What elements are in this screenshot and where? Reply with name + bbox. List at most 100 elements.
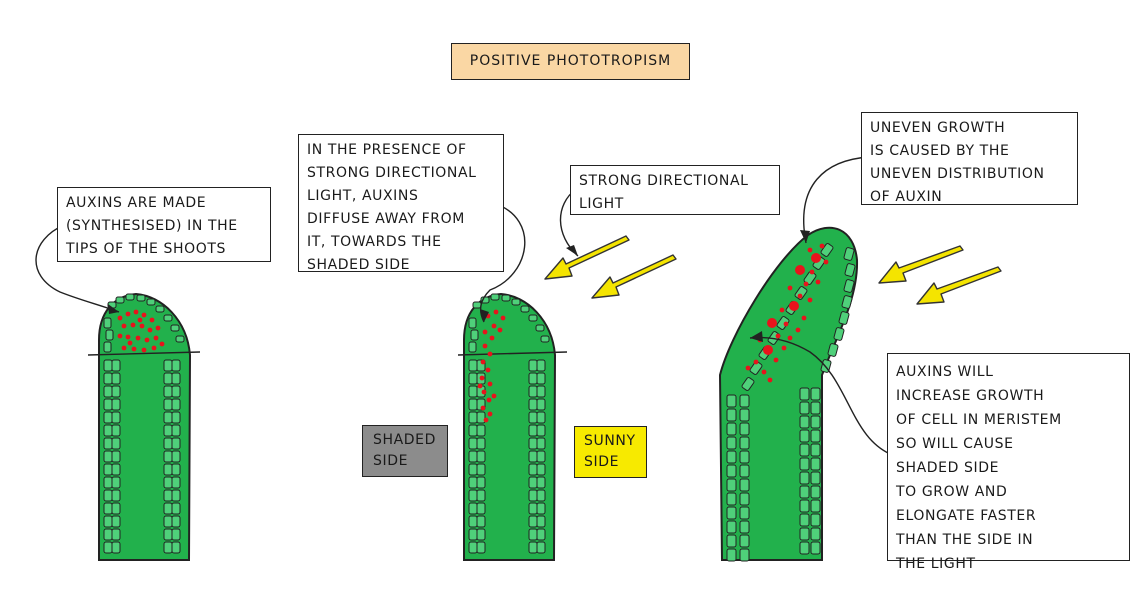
auxin-dot	[479, 375, 485, 381]
callout-line: TO GROW AND	[896, 484, 1008, 500]
cell	[799, 499, 810, 513]
cell	[468, 317, 477, 329]
cell	[739, 464, 750, 478]
auxin-dot	[500, 315, 506, 321]
auxin-dot	[809, 269, 815, 275]
auxin-dot	[775, 333, 781, 339]
auxin-dot	[803, 281, 809, 287]
cell	[528, 515, 538, 528]
cell	[171, 411, 181, 424]
cell	[468, 385, 478, 398]
cell	[163, 463, 173, 476]
cell	[739, 422, 750, 436]
cell	[490, 293, 500, 301]
tip-boundary-line	[457, 351, 568, 356]
callout-line: OF CELL IN MERISTEM	[896, 412, 1062, 428]
cell	[468, 476, 478, 489]
auxin-dot	[130, 322, 136, 328]
cell	[528, 528, 538, 541]
cell	[536, 476, 546, 489]
auxin-dot	[144, 337, 150, 343]
auxin-dot	[487, 411, 493, 417]
auxin-dot	[141, 312, 147, 318]
cell	[171, 463, 181, 476]
cell	[103, 385, 113, 398]
cell	[111, 502, 121, 515]
cell	[476, 476, 486, 489]
callout-line: IS CAUSED BY THE	[870, 143, 1010, 159]
cell	[171, 541, 181, 554]
auxin-dot	[483, 417, 489, 423]
cell	[103, 489, 113, 502]
cell	[163, 437, 173, 450]
cell	[111, 541, 121, 554]
cell	[528, 424, 538, 437]
label-line: SUNNY	[584, 433, 636, 449]
callout-line: LIGHT	[579, 196, 624, 212]
cell	[536, 489, 546, 502]
cell	[476, 424, 486, 437]
callout-line: SHADED SIDE	[307, 257, 411, 273]
auxin-dot	[815, 279, 821, 285]
cell	[171, 359, 181, 372]
cell	[535, 324, 545, 332]
cell	[468, 489, 478, 502]
cell	[163, 476, 173, 489]
cell	[476, 515, 486, 528]
cell	[528, 437, 538, 450]
cell	[103, 463, 113, 476]
auxin-dot	[117, 333, 123, 339]
callout-line: OF AUXIN	[870, 189, 943, 205]
light-arrow	[544, 235, 630, 280]
sunny-side-label: SUNNY SIDE	[574, 426, 647, 478]
cell	[163, 450, 173, 463]
cell	[105, 329, 114, 341]
auxin-dot	[486, 397, 492, 403]
cell	[810, 527, 821, 541]
cell	[476, 528, 486, 541]
auxin-dot	[787, 285, 793, 291]
cell	[536, 372, 546, 385]
cell	[739, 394, 750, 408]
callout-line: THE LIGHT	[896, 556, 976, 572]
auxin-dot	[781, 345, 787, 351]
cell	[468, 359, 478, 372]
cell	[103, 437, 113, 450]
cell	[810, 471, 821, 485]
cell	[163, 398, 173, 411]
cell	[476, 489, 486, 502]
auxin-dot	[481, 389, 487, 395]
cell	[810, 401, 821, 415]
auxin-dot	[491, 393, 497, 399]
cell	[726, 492, 737, 506]
cell	[799, 471, 810, 485]
auxin-dot	[477, 383, 483, 389]
cell	[536, 359, 546, 372]
cell	[476, 502, 486, 515]
cell	[726, 478, 737, 492]
cell	[171, 385, 181, 398]
label-line: SHADED	[373, 432, 436, 448]
cell	[799, 415, 810, 429]
cell	[103, 424, 113, 437]
cell	[476, 541, 486, 554]
cell	[536, 541, 546, 554]
cell	[726, 548, 737, 562]
callout-auxins-made: AUXINS ARE MADE (SYNTHESISED) IN THE TIP…	[57, 187, 271, 262]
cell	[103, 317, 112, 329]
callout-line: IN THE PRESENCE OF	[307, 142, 467, 158]
auxin-dot	[137, 317, 143, 323]
cell	[726, 534, 737, 548]
cell	[799, 457, 810, 471]
cell	[111, 463, 121, 476]
auxin-dot	[117, 315, 123, 321]
cell	[468, 372, 478, 385]
auxin-dot	[487, 381, 493, 387]
auxin-dot	[482, 329, 488, 335]
cell	[163, 359, 173, 372]
cell	[739, 478, 750, 492]
cell	[536, 528, 546, 541]
cell	[468, 411, 478, 424]
callout-line: SHADED SIDE	[896, 460, 1000, 476]
auxin-dot	[491, 323, 497, 329]
